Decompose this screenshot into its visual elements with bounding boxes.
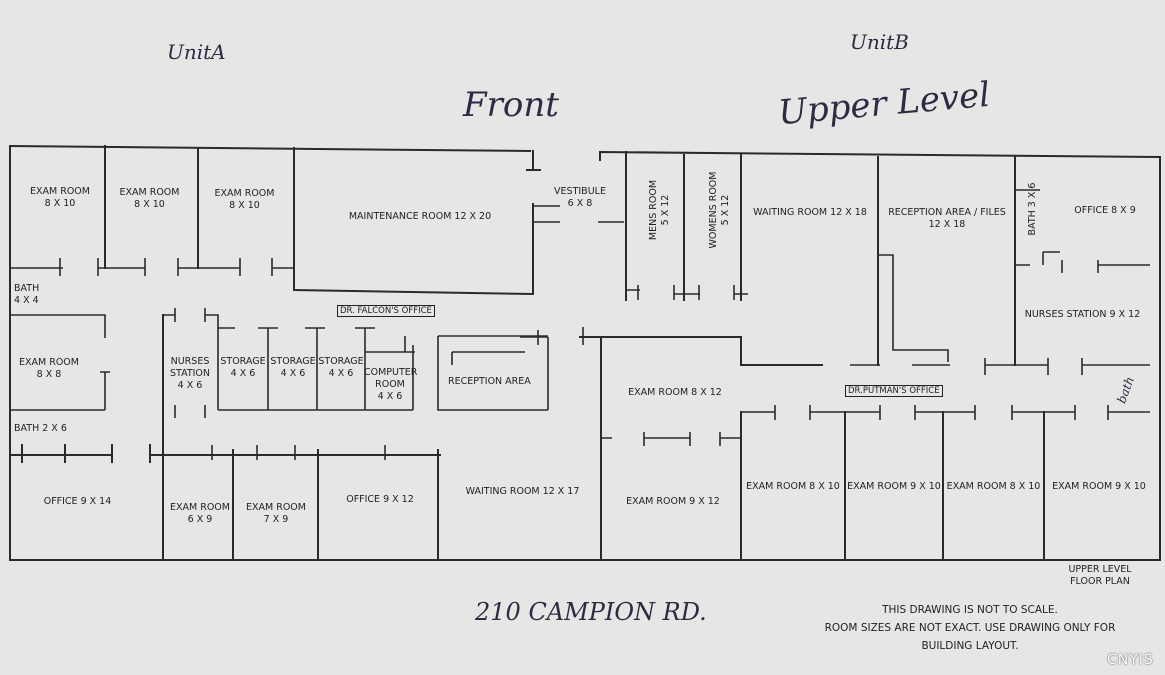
nurses-station-right-label: NURSES STATION 9 X 12 xyxy=(1024,309,1141,320)
womens-room-label: WOMENS ROOM 5 X 12 xyxy=(708,171,731,249)
exam-room-bottom-2-label: EXAM ROOM 9 X 10 xyxy=(847,481,941,492)
exam-room-8x8-label: EXAM ROOM 8 X 8 xyxy=(19,357,79,380)
waiting-room-bottom-label: WAITING ROOM 12 X 17 xyxy=(465,486,580,497)
maintenance-room-label: MAINTENANCE ROOM 12 X 20 xyxy=(348,211,492,222)
exam-room-6x9-label: EXAM ROOM 6 X 9 xyxy=(170,502,230,525)
exam-room-7x9-label: EXAM ROOM 7 X 9 xyxy=(246,502,306,525)
nurses-station-left-label: NURSES STATION 4 X 6 xyxy=(169,356,211,391)
storage-1-label: STORAGE 4 X 6 xyxy=(220,356,266,379)
unit-b-handwritten-label: UnitB xyxy=(850,30,909,54)
waiting-room-top-label: WAITING ROOM 12 X 18 xyxy=(753,207,867,218)
cnyis-watermark: CNYIS xyxy=(1107,652,1154,668)
dr-falcon-office-label: DR. FALCON'S OFFICE xyxy=(337,305,435,317)
storage-2-label: STORAGE 4 X 6 xyxy=(270,356,316,379)
exam-room-3-label: EXAM ROOM 8 X 10 xyxy=(214,188,275,211)
unit-a-handwritten-label: UnitA xyxy=(167,40,226,64)
exam-room-1-label: EXAM ROOM 8 X 10 xyxy=(30,186,90,209)
exam-room-bottom-1-label: EXAM ROOM 8 X 10 xyxy=(746,481,840,492)
dr-putman-office-label: DR.PUTMAN'S OFFICE xyxy=(845,385,943,397)
vestibule-label: VESTIBULE 6 X 8 xyxy=(554,186,606,209)
office-8x9-label: OFFICE 8 X 9 xyxy=(1074,205,1136,216)
address-handwritten-label: 210 CAMPION RD. xyxy=(475,598,707,626)
exam-room-9x12-label: EXAM ROOM 9 X 12 xyxy=(626,496,720,507)
computer-room-label: COMPUTER ROOM 4 X 6 xyxy=(364,367,418,402)
reception-area-label: RECEPTION AREA xyxy=(448,376,531,387)
disclaimer-note: THIS DRAWING IS NOT TO SCALE. ROOM SIZES… xyxy=(824,604,1116,652)
exam-room-bottom-4-label: EXAM ROOM 9 X 10 xyxy=(1052,481,1146,492)
office-9x12-label: OFFICE 9 X 12 xyxy=(346,494,414,505)
exam-room-2-label: EXAM ROOM 8 X 10 xyxy=(119,187,180,210)
front-handwritten-label: Front xyxy=(463,85,559,125)
reception-files-label: RECEPTION AREA / FILES 12 X 18 xyxy=(888,207,1006,230)
bath-3x6-label: BATH 3 X 6 xyxy=(1027,182,1038,236)
bath-2x6-label: BATH 2 X 6 xyxy=(14,423,67,434)
bath-4x4-label: BATH 4 X 4 xyxy=(14,283,40,306)
exam-room-8x12-label: EXAM ROOM 8 X 12 xyxy=(628,387,722,398)
storage-3-label: STORAGE 4 X 6 xyxy=(318,356,364,379)
mens-room-label: MENS ROOM 5 X 12 xyxy=(648,179,671,241)
plan-title: UPPER LEVEL FLOOR PLAN xyxy=(1068,564,1132,587)
office-9x14-label: OFFICE 9 X 14 xyxy=(43,496,112,507)
exam-room-bottom-3-label: EXAM ROOM 8 X 10 xyxy=(946,481,1041,492)
